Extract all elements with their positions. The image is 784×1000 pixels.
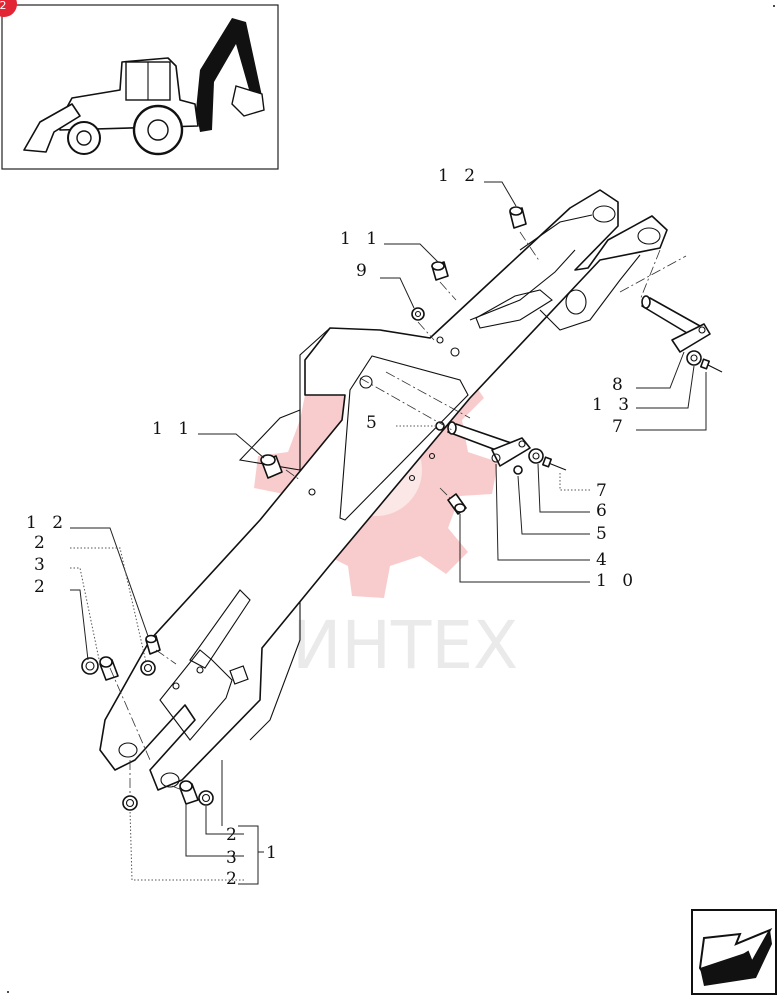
bolt-7-mid bbox=[542, 456, 567, 471]
callout-3-bottom: 3 bbox=[226, 848, 242, 868]
callout-3-left: 3 bbox=[34, 555, 50, 575]
seal-2-d bbox=[198, 790, 214, 806]
callout-13: 1 3 bbox=[592, 395, 634, 415]
parts bbox=[81, 206, 723, 811]
callout-8: 8 bbox=[612, 375, 628, 395]
callout-2-bottom-b: 2 bbox=[226, 869, 242, 889]
callout-12-top: 1 2 bbox=[438, 166, 480, 186]
callout-2-bottom-a: 2 bbox=[226, 825, 242, 845]
bushing-3-b bbox=[179, 780, 199, 805]
page-badge: 2 bbox=[0, 0, 17, 17]
washer-6-mid bbox=[528, 448, 544, 464]
callout-11-top: 1 1 bbox=[340, 229, 382, 249]
callout-10: 1 0 bbox=[596, 571, 638, 591]
next-page-button[interactable] bbox=[691, 909, 777, 995]
watermark-text: ИНТЕХ bbox=[292, 607, 518, 684]
pin-8 bbox=[641, 295, 711, 353]
grease-nipple-9 bbox=[411, 307, 425, 321]
axis-lines bbox=[109, 231, 687, 796]
callout-7-top: 7 bbox=[612, 417, 628, 437]
bolt-7-top bbox=[700, 358, 723, 373]
callout-5-center: 5 bbox=[366, 413, 382, 433]
backhoe-loader-icon bbox=[23, 18, 265, 156]
callout-2-left-a: 2 bbox=[34, 533, 50, 553]
callout-12-left: 1 2 bbox=[26, 513, 68, 533]
pin-4 bbox=[447, 421, 531, 467]
bushing-12-lower bbox=[145, 634, 161, 655]
callout-7-mid: 7 bbox=[596, 481, 612, 501]
seal-2-a bbox=[140, 660, 156, 676]
callout-4: 4 bbox=[596, 550, 612, 570]
callout-2-left-b: 2 bbox=[34, 577, 50, 597]
callout-11-left: 1 1 bbox=[152, 419, 194, 439]
bushing-11-top bbox=[431, 261, 449, 281]
seal-2-b bbox=[81, 657, 99, 675]
callout-5-mid: 5 bbox=[596, 524, 612, 544]
bushing-11-left bbox=[260, 454, 283, 479]
washer-13 bbox=[686, 350, 702, 366]
boom-arm bbox=[99, 189, 668, 791]
fitting-10 bbox=[447, 493, 467, 515]
callout-9: 9 bbox=[356, 261, 372, 281]
callout-labels: 1 2 1 1 9 5 1 1 8 1 3 7 7 6 5 4 1 0 1 2 … bbox=[26, 166, 638, 889]
callout-1: 1 bbox=[266, 843, 282, 863]
callout-6: 6 bbox=[596, 501, 612, 521]
leader-lines bbox=[70, 181, 707, 885]
next-page-arrow-icon bbox=[698, 927, 773, 986]
nut-5-mid bbox=[513, 465, 523, 475]
seal-2-c bbox=[122, 795, 138, 811]
bushing-3-a bbox=[99, 656, 119, 681]
page-badge-label: 2 bbox=[0, 0, 7, 12]
bushing-12-top bbox=[509, 206, 527, 229]
backhoe-thumbnail bbox=[1, 4, 279, 170]
